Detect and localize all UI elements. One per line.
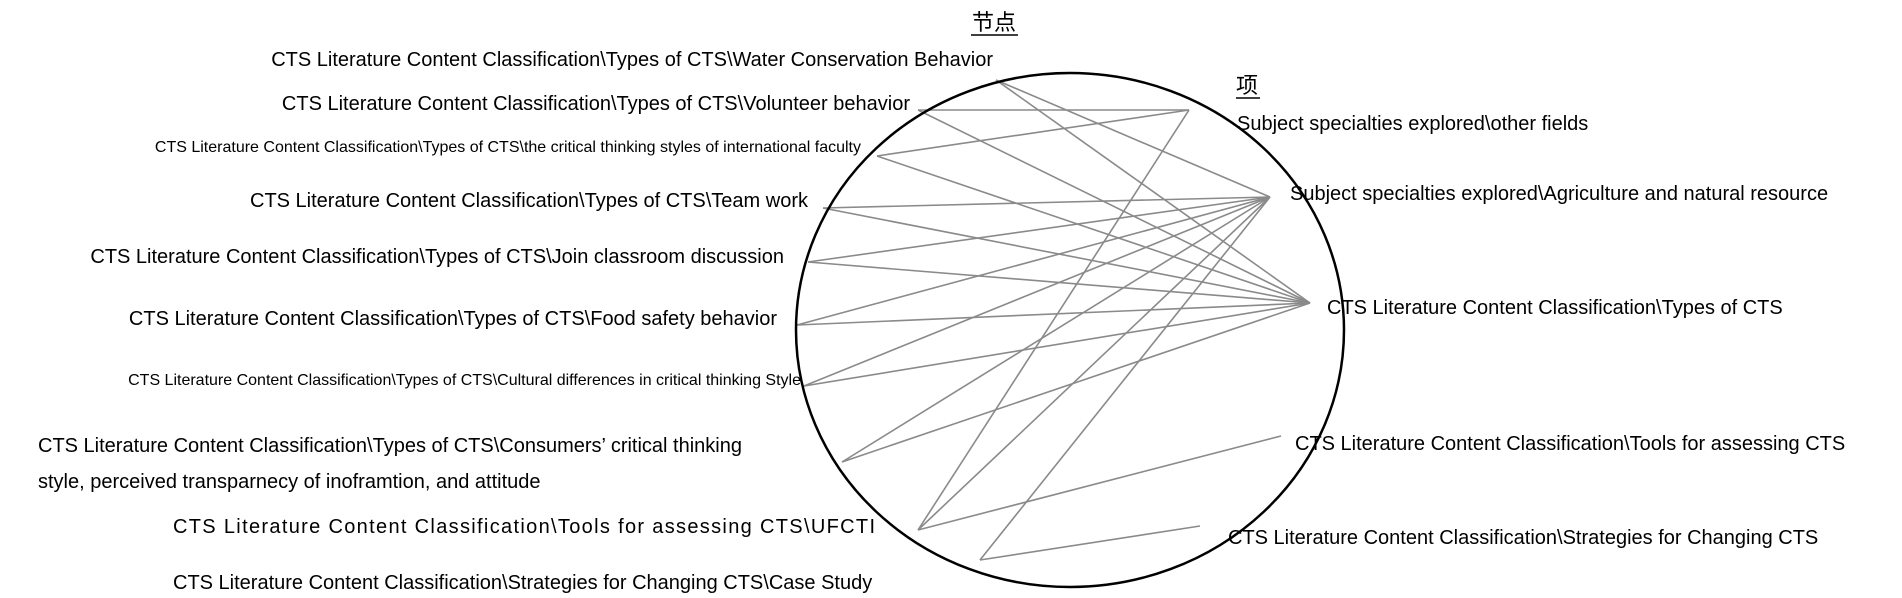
link-lines — [796, 79, 1311, 561]
link-n_team-i_types — [822, 207, 1311, 304]
item-label-strategies: CTS Literature Content Classification\St… — [1228, 527, 1818, 549]
item-label-other-fields: Subject specialties explored\other field… — [1237, 113, 1588, 135]
link-n_cultural-i_types — [803, 302, 1311, 387]
item-label-types-of-cts: CTS Literature Content Classification\Ty… — [1327, 297, 1783, 319]
link-n_water-i_agri — [995, 79, 1271, 198]
link-n_intl-i_types — [876, 155, 1311, 304]
link-n_case-i_strat — [979, 525, 1201, 561]
link-n_ufcti-i_tools — [917, 435, 1282, 531]
node-label-volunteer: CTS Literature Content Classification\Ty… — [282, 93, 910, 115]
link-n_food-i_agri — [796, 196, 1271, 326]
node-label-cultural-differences: CTS Literature Content Classification\Ty… — [128, 372, 801, 389]
link-n_team-i_agri — [822, 196, 1271, 209]
node-label-international-faculty: CTS Literature Content Classification\Ty… — [155, 139, 861, 156]
node-label-team-work: CTS Literature Content Classification\Ty… — [250, 190, 809, 212]
node-label-case-study: CTS Literature Content Classification\St… — [173, 572, 872, 594]
node-label-consumers-line2: style, perceived transparnecy of inofram… — [38, 471, 541, 493]
main-circle — [794, 71, 1346, 589]
link-n_volunteer-i_types — [917, 109, 1311, 304]
node-label-water-conservation: CTS Literature Content Classification\Ty… — [271, 49, 993, 71]
node-label-food-safety: CTS Literature Content Classification\Ty… — [129, 308, 777, 330]
item-label-tools: CTS Literature Content Classification\To… — [1295, 433, 1845, 455]
link-n_classroom-i_agri — [807, 196, 1271, 263]
link-n_water-i_types — [995, 79, 1311, 304]
node-label-consumers: CTS Literature Content Classification\Ty… — [38, 435, 742, 457]
link-n_ufcti-i_other — [917, 109, 1190, 531]
items-header: 项 — [1236, 74, 1258, 99]
link-n_consumers-i_agri — [841, 196, 1271, 463]
link-n_case-i_agri — [979, 196, 1271, 561]
item-label-agriculture: Subject specialties explored\Agriculture… — [1290, 183, 1828, 205]
node-label-classroom-discussion: CTS Literature Content Classification\Ty… — [90, 246, 784, 268]
nodes-header: 节点 — [972, 11, 1016, 36]
link-n_consumers-i_types — [841, 302, 1311, 463]
link-n_cultural-i_agri — [803, 196, 1271, 387]
node-label-ufcti: CTS Literature Content Classification\To… — [173, 516, 875, 538]
link-n_food-i_types — [796, 302, 1311, 326]
link-n_ufcti-i_agri — [917, 196, 1271, 531]
link-n_intl-i_other — [876, 109, 1190, 157]
